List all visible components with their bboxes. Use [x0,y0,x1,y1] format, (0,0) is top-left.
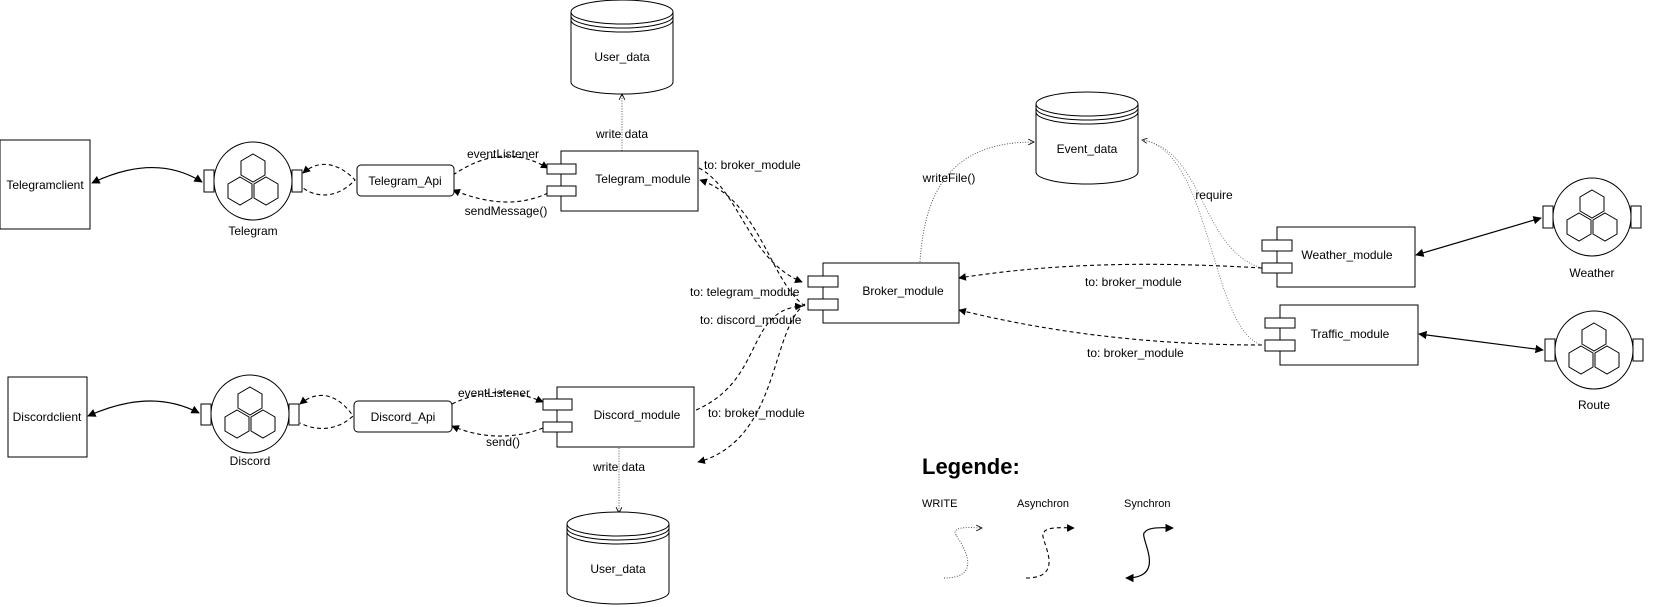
discord-module-node[interactable]: Discord_module [542,386,695,448]
telegram-api-node[interactable]: Telegram_Api [356,164,455,197]
send-label: send() [486,435,520,449]
telegramclient-node[interactable]: Telegramclient [0,139,91,230]
require-label: require [1195,188,1233,202]
legend-sync-sample [1125,523,1174,583]
edge-eventlistener-discord [451,391,544,405]
write-data-bottom-label: write data [592,460,645,474]
event-listener-discord-label: eventListener [458,386,530,400]
edge-traffic-to-broker [958,307,1263,346]
route-service-node[interactable]: Route [1544,310,1644,412]
legend-write-sample [943,528,982,579]
legend-title: Legende: [922,454,1020,479]
route-label: Route [1578,398,1610,412]
edge-discord-to-broker [695,302,803,411]
edge-send [451,425,544,437]
write-file-label: writeFile() [922,171,976,185]
telegram-api-label: Telegram_Api [368,174,441,188]
event-data-label: Event_data [1057,142,1118,156]
user-data-top-label: User_data [594,50,650,64]
edge-require-traffic [1141,139,1263,346]
edge-telegram-to-broker [698,167,803,283]
edge-broker-to-discord [697,303,806,464]
event-listener-telegram-label: eventListener [467,147,539,161]
discord-label: Discord [230,454,271,468]
user-data-top-db[interactable]: User_data [570,0,674,95]
broker-module-node[interactable]: Broker_module [807,262,960,324]
telegram-module-label: Telegram_module [595,172,691,186]
traffic-to-broker-label: to: broker_module [1087,346,1184,360]
edge-traffic-module-route [1418,330,1544,354]
discord-service-node[interactable]: Discord [200,374,300,468]
telegram-label: Telegram [228,224,277,238]
discord-to-broker-label: to: broker_module [708,406,805,420]
legend-async-sample [1025,524,1075,579]
to-discord-module-label: to: discord_module [700,313,802,327]
traffic-module-node[interactable]: Traffic_module [1264,304,1419,366]
weather-to-broker-label: to: broker_module [1085,275,1182,289]
user-data-bottom-db[interactable]: User_data [566,511,670,605]
telegram-service-node[interactable]: Telegram [203,141,303,238]
send-message-label: sendMessage() [465,204,548,218]
telegram-module-node[interactable]: Telegram_module [546,150,699,212]
write-data-top-label: write data [595,127,648,141]
edge-eventlistener-telegram [452,155,549,176]
edge-weather-module-weather [1415,216,1542,257]
edge-telegramclient-telegram [91,166,203,184]
event-data-db[interactable]: Event_data [1035,91,1139,185]
legend-asynchron-label: Asynchron [1017,498,1069,510]
discordclient-node[interactable]: Discordclient [7,376,88,458]
telegramclient-label: Telegramclient [6,178,84,192]
telegram-to-broker-label: to: broker_module [704,158,801,172]
weather-service-node[interactable]: Weather [1542,177,1642,280]
user-data-bottom-label: User_data [590,562,646,576]
edge-discord-discord-api [299,395,354,429]
discordclient-label: Discordclient [13,410,82,424]
edge-telegram-telegram-api [302,163,356,196]
weather-module-node[interactable]: Weather_module [1261,226,1416,288]
weather-label: Weather [1569,266,1614,280]
edge-writefile [919,142,1034,263]
edge-broker-to-telegram [699,178,806,307]
to-telegram-module-label: to: telegram_module [690,285,800,299]
legend-write-label: WRITE [922,498,957,510]
weather-module-label: Weather_module [1301,248,1392,262]
edge-sendmessage [452,189,549,203]
legend: Legende: WRITE Asynchron Synchron [922,454,1174,583]
edge-require-weather [1142,140,1263,269]
edge-discordclient-discord [87,400,200,417]
discord-module-label: Discord_module [594,408,681,422]
discord-api-label: Discord_Api [371,410,436,424]
legend-synchron-label: Synchron [1124,498,1170,510]
traffic-module-label: Traffic_module [1311,327,1390,341]
discord-api-node[interactable]: Discord_Api [353,400,453,433]
broker-module-label: Broker_module [862,284,944,298]
